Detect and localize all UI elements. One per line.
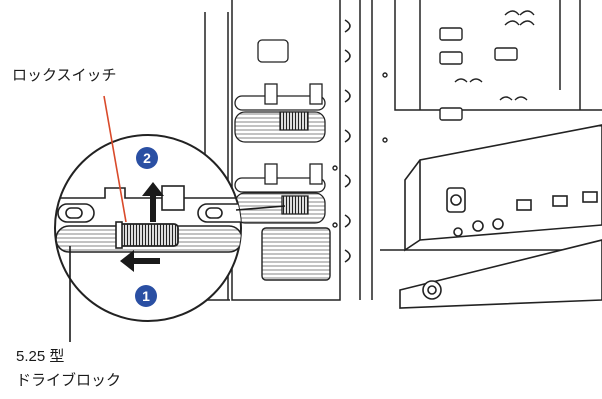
- label-drive-size: 5.25 型: [16, 348, 65, 365]
- left-arrow: [120, 250, 160, 272]
- leader-lock-switch: [103, 95, 127, 223]
- lower-bay: [261, 227, 602, 281]
- front-io-panel: [399, 124, 602, 309]
- hook-rails: [344, 19, 351, 263]
- up-arrow: [142, 182, 164, 222]
- upper-drive-lock: [234, 39, 326, 143]
- label-drive-lock: ドライブロック: [16, 372, 122, 389]
- bracket-holes: [332, 10, 535, 228]
- callout-connector: [235, 205, 286, 211]
- svg-text:1: 1: [142, 288, 150, 304]
- label-lock-switch: ロックスイッチ: [12, 67, 117, 84]
- zoom-callout: [54, 134, 242, 322]
- svg-text:2: 2: [143, 150, 151, 166]
- chassis-frame: [204, 0, 602, 301]
- step-badge-2: 2: [136, 147, 158, 169]
- lower-drive-lock: [234, 163, 326, 224]
- step-badge-1: 1: [135, 285, 157, 307]
